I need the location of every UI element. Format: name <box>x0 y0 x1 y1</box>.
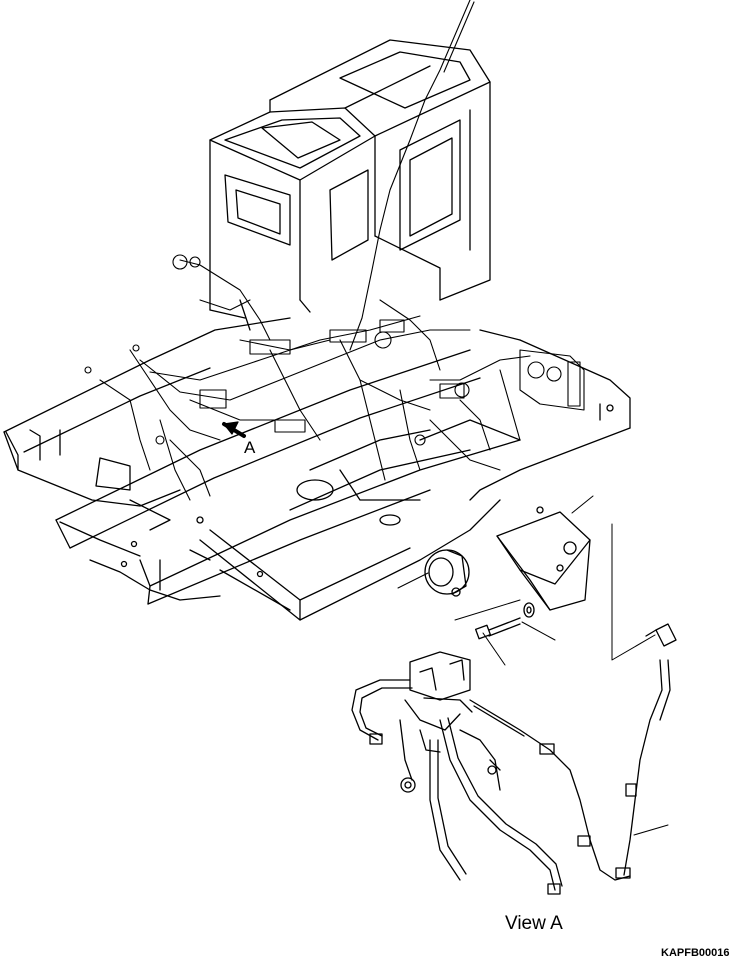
detail-a-label: A <box>244 438 256 457</box>
view-a-caption: View A <box>505 913 563 934</box>
detail-a-arrow <box>222 421 246 438</box>
horn-bracket <box>496 511 591 611</box>
operator-cab <box>209 39 491 331</box>
main-wiring-harness <box>84 0 585 501</box>
washer <box>523 602 535 618</box>
bolt <box>475 617 521 640</box>
chassis-frame <box>3 317 631 621</box>
horn-connector <box>623 623 677 876</box>
horn <box>424 549 470 597</box>
leader-lines <box>397 495 669 836</box>
reference-code: KAPFB00016 <box>661 947 730 959</box>
view-a-detail <box>351 651 637 895</box>
